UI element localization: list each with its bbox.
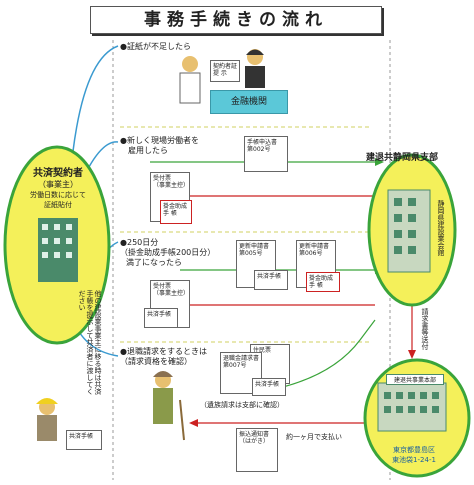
doc-receipt-2-sub: （事業主控）	[153, 290, 190, 297]
section-3-line1: ●250日分	[120, 238, 159, 247]
payment-note: 約一ヶ月で支払い	[286, 433, 342, 441]
doc-book-application-no: 第002号	[247, 146, 271, 153]
doc-transfer-notice-title: 振込通知書	[239, 431, 270, 438]
doc-renew-1-no: 第005号	[239, 250, 263, 257]
doc-receipt-2-title: 受付票	[153, 283, 172, 290]
retiree-icon	[153, 371, 185, 441]
doc-subsidy-book-line2: 手 帳	[163, 210, 177, 217]
section-2-line2: 雇用したら	[128, 146, 168, 155]
page-title: 事務手続きの流れ	[90, 6, 382, 34]
businessman-icon	[179, 56, 201, 104]
doc-subsidy-book-line1: 掛金助成	[163, 203, 188, 210]
section-3-label: ●250日分 （掛金助成手帳200日分） 満了になったら	[120, 238, 215, 268]
contract-card-line1: 契約者証	[213, 63, 238, 70]
bank-counter: 金融機関	[210, 90, 288, 114]
doc-renew-1-title: 更新申請書	[239, 243, 270, 250]
hq-addr1: 東京都豊島区	[393, 446, 435, 454]
doc-book-application: 手帳申込書 第002号	[244, 136, 288, 172]
doc-transfer-notice: 振込通知書 （はがき）	[236, 428, 278, 472]
section-2-label: ●新しく現場労働者を 雇用したら	[120, 136, 199, 156]
doc-retire-claim-title: 退職金請求書	[223, 355, 260, 362]
hq-addr2: 東池袋1-24-1	[392, 456, 436, 464]
left-vertical-note: 他の建設業事業主に移る時は共済手帳を提示して共済者に渡してください	[78, 290, 102, 395]
left-entity-note2: 証紙貼付	[44, 201, 72, 209]
doc-retire-claim-no: 第007号	[223, 362, 247, 369]
right-entity-name: 建退共静岡県支部	[366, 153, 439, 163]
doc-kyosai-book-3: 共済手帳	[252, 378, 286, 396]
left-entity-note1: 労働日数に応じて	[30, 191, 86, 199]
doc-renew-2-title: 更新申請書	[299, 243, 330, 250]
contract-card-line2: 提 示	[213, 70, 227, 77]
section-4-label: ●退職請求をするときは （請求資格を確認）	[120, 347, 207, 367]
left-entity: 共済契約者 （事業主） 労働日数に応じて 証紙貼付	[15, 164, 101, 210]
right-building-sign: 静岡県建設業会館	[437, 200, 445, 256]
section-3-line2: （掛金助成手帳200日分）	[120, 248, 216, 257]
doc-renew-2-no: 第006号	[299, 250, 323, 257]
doc-subsidy-book-2-line1: 掛金助成	[309, 275, 334, 282]
doc-subsidy-book: 掛金助成 手 帳	[160, 200, 192, 224]
section-4-line2: （請求資格を確認）	[120, 357, 192, 366]
doc-transfer-notice-sub: （はがき）	[239, 438, 270, 445]
doc-receipt-1-title: 受付票	[153, 175, 172, 182]
section-2-line1: ●新しく現場労働者を	[120, 136, 199, 145]
left-entity-sub: （事業主）	[38, 180, 78, 189]
clerk-icon	[245, 49, 265, 88]
doc-kyosai-book-2: 共済手帳	[144, 308, 178, 328]
doc-receipt-1-sub: （事業主控）	[153, 182, 190, 189]
left-entity-name: 共済契約者	[33, 168, 83, 179]
doc-kyosai-book-1: 共済手帳	[254, 270, 288, 290]
doc-book-application-title: 手帳申込書	[247, 139, 278, 146]
section-3-line3: 満了になったら	[126, 258, 182, 267]
hq-sign: 建退共事業本部	[386, 374, 444, 385]
doc-subsidy-book-2: 掛金助成 手 帳	[306, 272, 340, 292]
report-note: 請求書等送付	[421, 308, 429, 350]
confirm-note: （遺族請求は支部に確認）	[200, 401, 284, 409]
contract-card-sign: 契約者証 提 示	[210, 60, 240, 82]
worker-icon	[36, 398, 58, 441]
section-1-label: ●証紙が不足したら	[120, 42, 191, 51]
hq-address: 東京都豊島区 東池袋1-24-1	[381, 445, 447, 465]
section-4-line1: ●退職請求をするときは	[120, 347, 207, 356]
doc-subsidy-book-2-line2: 手 帳	[309, 282, 323, 289]
doc-kyosai-book-4: 共済手帳	[66, 430, 102, 450]
